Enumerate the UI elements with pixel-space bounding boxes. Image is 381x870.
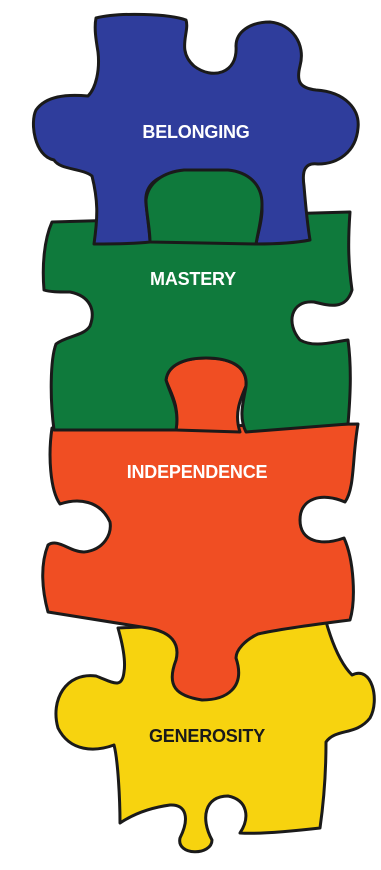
generosity-label: GENEROSITY <box>149 726 265 746</box>
mastery-label: MASTERY <box>150 269 236 289</box>
mastery-top-knob <box>146 170 262 244</box>
belonging-label: BELONGING <box>142 122 249 142</box>
independence-label: INDEPENDENCE <box>127 462 268 482</box>
